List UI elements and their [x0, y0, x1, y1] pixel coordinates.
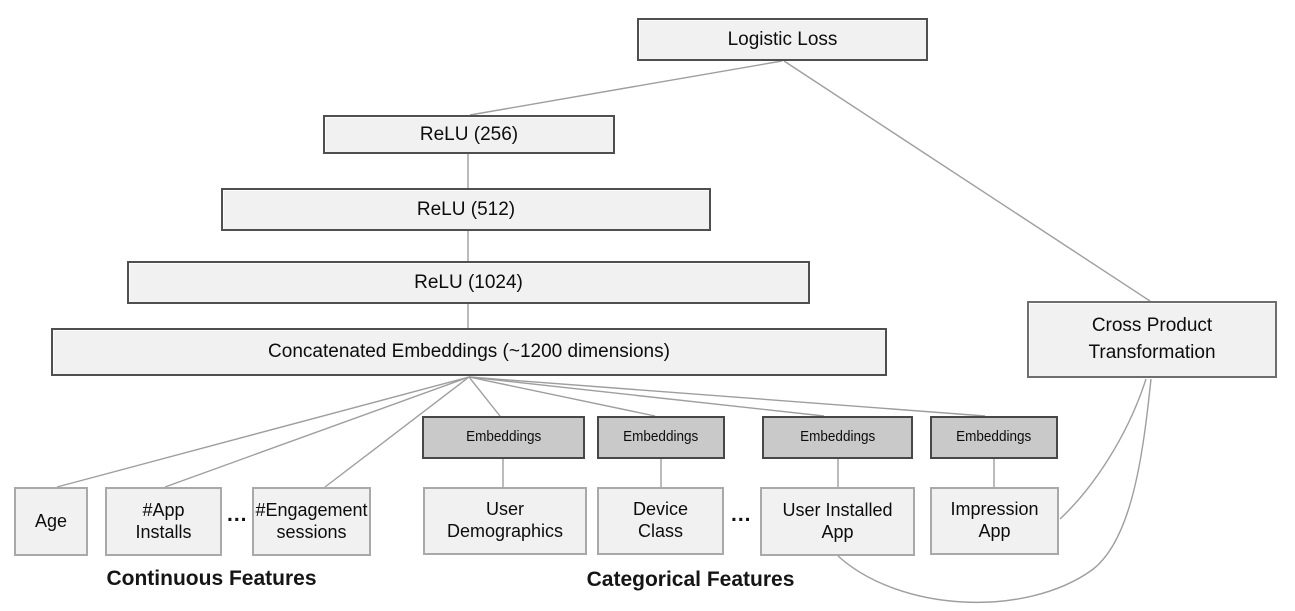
node-embeddings-impression-app: Embeddings	[930, 416, 1058, 459]
node-feature-user-installed-app: User Installed App	[760, 487, 915, 556]
ellipsis-continuous: ...	[227, 503, 248, 526]
conn-concat-to-appinstalls	[164, 376, 470, 488]
node-relu-256: ReLU (256)	[323, 115, 615, 154]
node-relu-1024: ReLU (1024)	[127, 261, 810, 304]
conn-impression-to-crossproduct	[1059, 378, 1147, 520]
node-feature-age: Age	[14, 487, 88, 556]
node-embeddings-device-class: Embeddings	[597, 416, 725, 459]
embeddings-label: Embeddings	[623, 428, 699, 446]
embeddings-label: Embeddings	[956, 428, 1032, 446]
conn-concat-to-engagement	[324, 376, 470, 488]
node-embeddings-user-installed-app: Embeddings	[762, 416, 913, 459]
conn-loss-to-crossproduct	[783, 60, 1151, 302]
categorical-features-label: Categorical Features	[586, 568, 795, 591]
node-embeddings-user-demographics: Embeddings	[422, 416, 585, 459]
ellipsis-categorical: ...	[731, 503, 752, 526]
node-feature-impression-app: Impression App	[930, 487, 1059, 555]
node-concatenated-embeddings: Concatenated Embeddings (~1200 dimension…	[51, 328, 887, 376]
node-feature-device-class: Device Class	[597, 487, 724, 555]
node-logistic-loss: Logistic Loss	[637, 18, 928, 61]
conn-concat-to-age	[56, 376, 470, 488]
conn-concat-to-embeddings-4	[468, 376, 986, 417]
conn-concat-to-embeddings-1	[468, 376, 501, 417]
conn-userinstalled-to-crossproduct	[837, 378, 1152, 604]
node-feature-user-demographics: User Demographics	[423, 487, 587, 555]
conn-concat-to-embeddings-3	[468, 376, 825, 417]
node-relu-512: ReLU (512)	[221, 188, 711, 231]
node-feature-app-installs: #App Installs	[105, 487, 222, 556]
embeddings-label: Embeddings	[799, 428, 876, 446]
embeddings-label: Embeddings	[465, 428, 542, 446]
node-feature-engagement-sessions: #Engagement sessions	[252, 487, 371, 556]
node-cross-product-transformation: Cross Product Transformation	[1027, 301, 1277, 378]
conn-concat-to-embeddings-2	[468, 376, 656, 417]
conn-loss-to-relu256	[469, 60, 783, 116]
continuous-features-label: Continuous Features	[106, 567, 317, 590]
